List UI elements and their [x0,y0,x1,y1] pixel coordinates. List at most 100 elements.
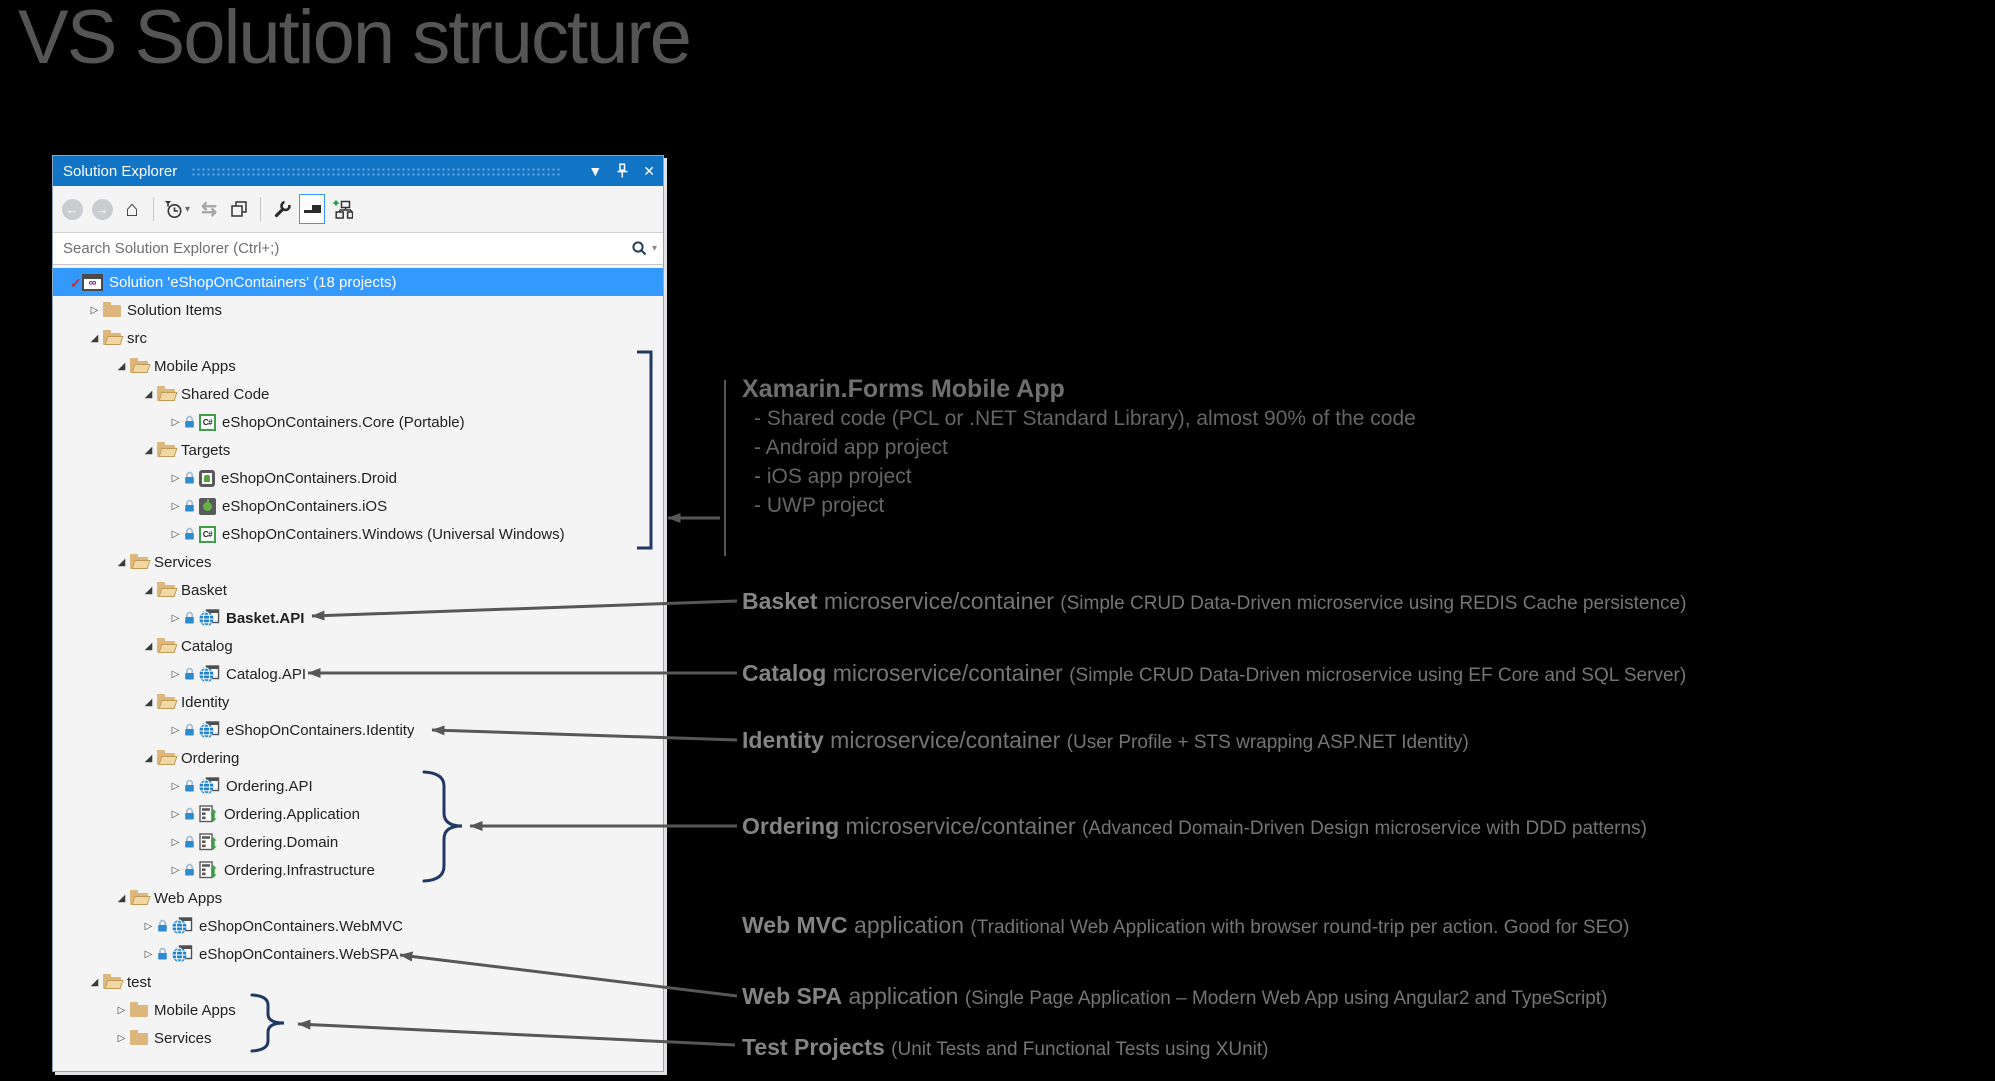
tree-row[interactable]: ▷ eShopOnContainers.iOS [53,492,663,520]
tree-row[interactable]: ◢ Catalog [53,632,663,660]
annotation-line: Identity microservice/container (User Pr… [742,726,1469,758]
annotation-lead: Ordering [742,813,840,839]
forward-button[interactable]: → [89,194,115,224]
expander-icon[interactable]: ▷ [144,948,153,960]
search-input[interactable] [61,239,631,258]
annotation-test: Test Projects (Unit Tests and Functional… [742,1033,1269,1065]
tree-row[interactable]: ▷ Ordering.Application [53,800,663,828]
tree-row[interactable]: ▷ Ordering.Infrastructure [53,856,663,884]
properties-button[interactable] [269,194,295,224]
expander-icon[interactable]: ◢ [90,332,99,344]
tree-row[interactable]: ▷ C# eShopOnContainers.Core (Portable) [53,408,663,436]
tree-row[interactable]: ◢ Mobile Apps [53,352,663,380]
expander-icon[interactable]: ◢ [117,360,126,372]
tree-row[interactable]: ◢ Ordering [53,744,663,772]
add-new-diagram-icon [333,200,353,219]
tree-row[interactable]: ▷ Solution Items [53,296,663,324]
expander-icon[interactable]: ◢ [144,640,153,652]
tree-row[interactable]: ▷ Ordering.Domain [53,828,663,856]
tree-row[interactable]: ◢ Targets [53,436,663,464]
tree-row[interactable]: ◢ src [53,324,663,352]
tree-row[interactable]: ▷ C# eShopOnContainers.Windows (Universa… [53,520,663,548]
back-button[interactable]: ← [59,194,85,224]
tree-row[interactable]: ◢ Services [53,548,663,576]
expander-icon[interactable]: ▷ [171,808,180,820]
expander-icon[interactable]: ▷ [171,612,180,624]
preview-selected-items-button[interactable] [299,194,326,224]
expander-icon[interactable]: ▷ [117,1004,126,1016]
expander-icon[interactable]: ▷ [171,836,180,848]
tree-row[interactable]: ▷ Catalog.API [53,660,663,688]
folder-open-icon [157,386,175,401]
tree-row[interactable]: ▷ Mobile Apps [53,996,663,1024]
expander-icon[interactable]: ▷ [171,416,180,428]
web-icon [199,721,220,739]
folder-open-icon [157,750,175,765]
expander-icon[interactable]: ◢ [117,892,126,904]
expander-icon[interactable]: ▷ [171,500,180,512]
tree-row[interactable]: ◢ test [53,968,663,996]
expander-icon[interactable]: ◢ [144,444,153,456]
window-position-menu-icon[interactable]: ▼ [588,163,603,179]
tree-row[interactable]: ◢ Identity [53,688,663,716]
tree-row[interactable]: ✓∞ Solution 'eShopOnContainers' (18 proj… [53,268,663,296]
expander-icon[interactable]: ▷ [171,668,180,680]
expander-icon[interactable]: ▷ [171,724,180,736]
pin-icon[interactable] [616,163,629,179]
tree-item-label: Catalog [181,637,233,655]
annotation-basket: Basket microservice/container (Simple CR… [742,587,1686,619]
expander-icon[interactable]: ◢ [144,696,153,708]
expander-icon[interactable]: ◢ [144,752,153,764]
annotation-line: Catalog microservice/container (Simple C… [742,659,1686,691]
expander-icon[interactable]: ▷ [144,920,153,932]
expander-icon[interactable]: ▷ [90,304,99,316]
tree-row[interactable]: ▷ Ordering.API [53,772,663,800]
annotation-lead: Web MVC [742,912,848,938]
tree-row[interactable]: ◢ Shared Code [53,380,663,408]
web-icon [172,917,193,935]
tree-row[interactable]: ◢ Basket [53,576,663,604]
tree-item-label: Services [154,1029,212,1047]
tree-item-label: Catalog.API [226,665,307,683]
annotation-mid: microservice/container [823,727,1067,753]
expander-icon[interactable]: ◢ [117,556,126,568]
lock-icon [184,779,197,794]
annotation-bullet: - iOS app project [754,465,912,488]
annotation-bullet: - UWP project [754,494,885,517]
panel-titlebar[interactable]: Solution Explorer ▼ ✕ [53,156,663,186]
tree-row[interactable]: ◢ Web Apps [53,884,663,912]
expander-icon[interactable]: ▷ [171,472,180,484]
home-button[interactable]: ⌂ [119,194,145,224]
tree-row[interactable]: ▷ eShopOnContainers.WebSPA [53,940,663,968]
collapse-all-button[interactable] [226,194,252,224]
close-icon[interactable]: ✕ [643,162,655,179]
tree-row[interactable]: ▷ eShopOnContainers.Identity [53,716,663,744]
tree-item-label: Shared Code [181,385,270,403]
tree-row[interactable]: ▷ eShopOnContainers.WebMVC [53,912,663,940]
annotation-bullet: - Shared code (PCL or .NET Standard Libr… [754,407,1416,430]
folder-open-icon [103,974,121,989]
expander-icon[interactable]: ▷ [171,864,180,876]
pending-changes-filter-button[interactable]: ▾ [162,194,192,224]
search-options-icon[interactable]: ▾ [651,243,657,254]
add-new-item-button[interactable] [329,194,355,224]
filter-dropdown-icon: ▾ [185,203,191,215]
tree-row[interactable]: ▷ Services [53,1024,663,1052]
annotation-line: Web MVC application (Traditional Web App… [742,911,1629,943]
expander-icon[interactable]: ◢ [90,976,99,988]
tree-item-label: eShopOnContainers.Droid [221,469,397,487]
expander-icon[interactable]: ◢ [144,584,153,596]
refresh-button[interactable]: ⇆ [196,194,222,224]
expander-icon[interactable]: ▷ [171,780,180,792]
expander-icon[interactable]: ◢ [144,388,153,400]
expander-icon[interactable]: ▷ [171,528,180,540]
annotation-paren: (Single Page Application – Modern Web Ap… [964,988,1608,1009]
tree-item-label: Identity [181,693,230,711]
search-icon[interactable] [631,240,648,257]
tree-row[interactable]: ▷ eShopOnContainers.Droid [53,464,663,492]
tree-row[interactable]: ▷ Basket.API [53,604,663,632]
folder-closed-icon [130,1030,148,1045]
lock-icon [184,415,197,430]
expander-icon[interactable]: ▷ [117,1032,126,1044]
tree-item-label: test [127,973,152,991]
